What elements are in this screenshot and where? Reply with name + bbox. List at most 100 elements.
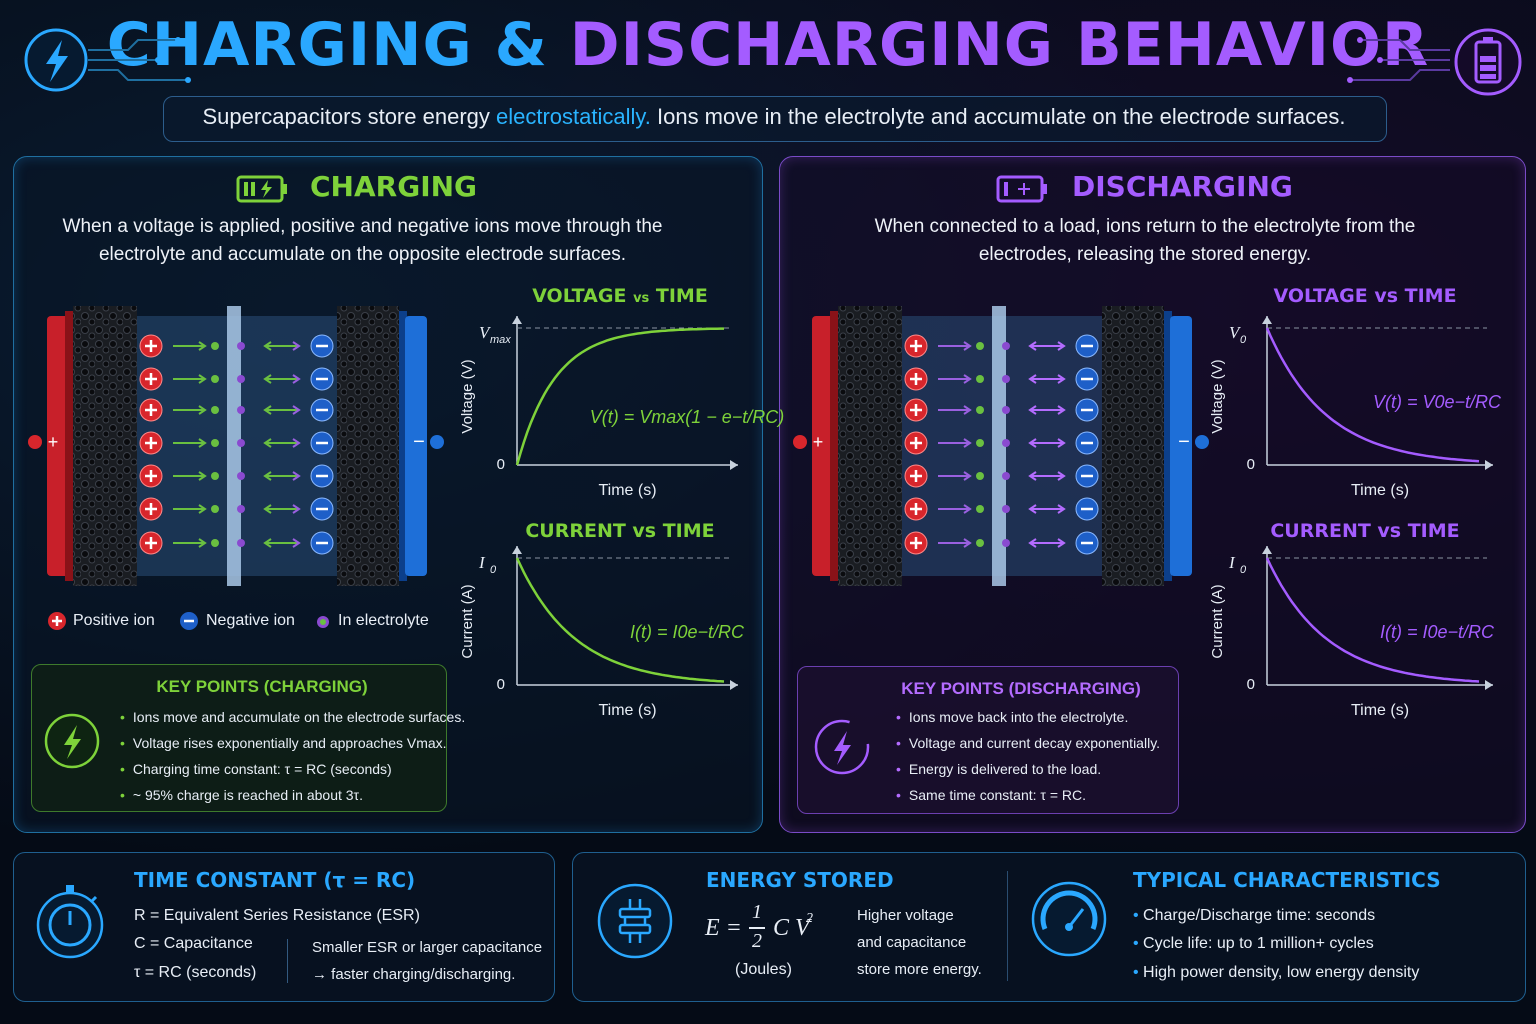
porous-electrode-right xyxy=(337,306,399,586)
positive-ion-sign xyxy=(910,340,922,352)
ion-arrow-head xyxy=(1028,438,1037,448)
time-constant-card: TIME CONSTANT (τ = RC) R = Equivalent Se… xyxy=(13,852,555,1002)
y-axis-arrow xyxy=(1262,546,1272,554)
negative-ion-icon xyxy=(180,612,198,630)
positive-ion-sign xyxy=(910,437,922,449)
energy-unit: (Joules) xyxy=(735,961,792,978)
y-axis-label: Voltage (V) xyxy=(1209,359,1226,433)
ion-arrow-head xyxy=(198,341,207,351)
charging-title: CHARGING xyxy=(310,170,478,203)
y-axis-arrow xyxy=(1262,316,1272,324)
ion-arrow-head xyxy=(963,504,972,514)
legend-electrolyte: In electrolyte xyxy=(338,612,429,629)
ion-arrow-head xyxy=(1057,471,1066,481)
characteristics-title: TYPICAL CHARACTERISTICS xyxy=(1133,868,1441,892)
positive-ion-sign xyxy=(910,470,922,482)
list-item: • High power density, low energy density xyxy=(1133,964,1420,981)
negative-terminal xyxy=(1195,435,1209,449)
time-constant-note: → faster charging/discharging. xyxy=(312,966,516,983)
ion-arrow-head xyxy=(1028,538,1037,548)
y-axis-label: Current (A) xyxy=(459,584,476,658)
electrolyte-ion xyxy=(976,375,984,383)
ion-arrow-head xyxy=(263,341,272,351)
discharging-desc: When connected to a load, ions return to… xyxy=(874,216,1416,265)
curve xyxy=(1265,327,1480,463)
positive-plate-edge xyxy=(830,311,838,581)
positive-terminal-sign: + xyxy=(48,432,59,452)
battery-icon xyxy=(1347,28,1522,96)
ion-arrow-head xyxy=(963,538,972,548)
x-axis-label: Time (s) xyxy=(598,702,656,719)
subtitle-box xyxy=(163,96,1387,142)
electrolyte-ion-icon xyxy=(317,616,329,628)
y-top-sub: 0 xyxy=(1240,564,1247,576)
x-axis-label: Time (s) xyxy=(1351,702,1409,719)
time-constant-title: TIME CONSTANT (τ = RC) xyxy=(134,868,416,892)
ion-arrow-head xyxy=(1028,341,1037,351)
ion-arrow-head xyxy=(263,504,272,514)
electrolyte-ion xyxy=(976,342,984,350)
energy-characteristics-card: ENERGY STORED E = 1 2 C V 2 (Joules) Hig… xyxy=(572,852,1526,1002)
ion-arrow-head xyxy=(1028,504,1037,514)
ion-arrow-head xyxy=(292,438,301,448)
porous-electrode-left xyxy=(73,306,137,586)
formula: V(t) = Vmax(1 − e−t/RC) xyxy=(590,407,785,427)
lightning-icon xyxy=(24,28,191,92)
curve xyxy=(1265,557,1480,683)
discharging-current-chart-title: CURRENT vs TIME xyxy=(1270,520,1460,542)
charging-desc: When a voltage is applied, positive and … xyxy=(62,216,663,265)
energy-note: store more energy. xyxy=(857,961,982,978)
energy-formula-lhs: E = xyxy=(705,915,742,941)
list-item: • Cycle life: up to 1 million+ cycles xyxy=(1133,935,1374,952)
ion-arrow-head xyxy=(292,341,301,351)
ion-arrow-head xyxy=(198,438,207,448)
electrolyte-ion xyxy=(237,472,245,480)
electrolyte-ion xyxy=(1002,505,1010,513)
negative-plate xyxy=(405,316,427,576)
electrolyte-ion xyxy=(211,439,219,447)
divider xyxy=(287,939,288,983)
ion-arrow-head xyxy=(1028,374,1037,384)
fraction-bar xyxy=(749,927,765,929)
positive-ion-sign xyxy=(145,340,157,352)
list-item: Same time constant: τ = RC. xyxy=(896,782,1160,808)
list-item: Ions move and accumulate on the electrod… xyxy=(120,704,465,730)
time-constant-line: τ = RC (seconds) xyxy=(134,964,257,981)
electrolyte-ion xyxy=(976,472,984,480)
subtitle: Supercapacitors store energy electrostat… xyxy=(202,104,1346,129)
ion-arrow-head xyxy=(292,374,301,384)
time-constant-line: R = Equivalent Series Resistance (ESR) xyxy=(134,907,420,924)
negative-terminal-sign: − xyxy=(1178,431,1190,453)
separator xyxy=(227,306,241,586)
ion-arrow-head xyxy=(198,405,207,415)
ion-arrow-head xyxy=(198,471,207,481)
ion-arrow-head xyxy=(1057,438,1066,448)
ion-arrow-head xyxy=(963,405,972,415)
formula: V(t) = V0e−t/RC xyxy=(1373,392,1502,412)
charging-key-points-list: Ions move and accumulate on the electrod… xyxy=(120,704,465,808)
electrolyte-ion xyxy=(976,439,984,447)
electrolyte-ion xyxy=(1002,472,1010,480)
ion-arrow-head xyxy=(292,471,301,481)
positive-ion-sign xyxy=(145,437,157,449)
legend-negative: Negative ion xyxy=(206,612,295,629)
electrolyte-ion xyxy=(211,406,219,414)
positive-ion-sign xyxy=(145,503,157,515)
capacitor-icon xyxy=(597,883,673,959)
positive-ion-sign xyxy=(145,470,157,482)
electrolyte-ion xyxy=(211,505,219,513)
y-top-sub: 0 xyxy=(1240,334,1247,346)
positive-plate xyxy=(47,316,69,576)
ion-arrow-head xyxy=(198,538,207,548)
positive-terminal xyxy=(28,435,42,449)
ion-arrow-head xyxy=(1057,504,1066,514)
ion-arrow-head xyxy=(263,405,272,415)
ion-arrow-head xyxy=(292,538,301,548)
discharging-title: DISCHARGING xyxy=(1072,170,1293,203)
negative-terminal xyxy=(430,435,444,449)
zero-label: 0 xyxy=(1247,456,1255,473)
negative-plate xyxy=(1170,316,1192,576)
energy-formula-denominator: 2 xyxy=(752,930,762,952)
electrolyte-ion xyxy=(211,375,219,383)
